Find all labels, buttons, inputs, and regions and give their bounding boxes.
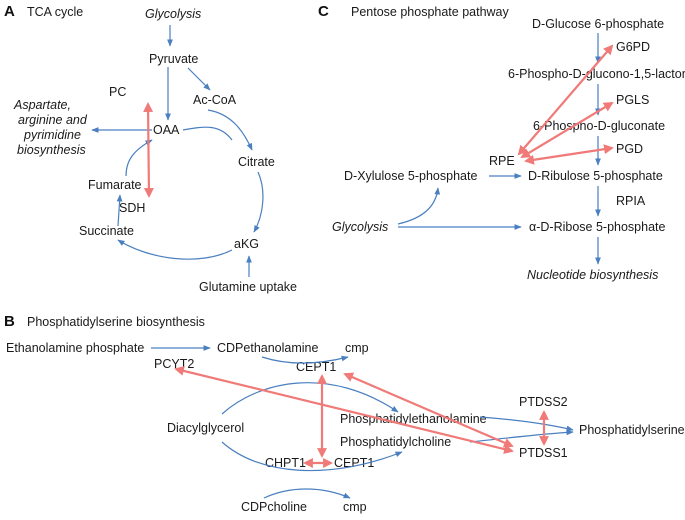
gluconate-label: 6-Phospho-D-gluconate	[533, 119, 665, 133]
arrow-citrate-akg	[253, 171, 264, 233]
phosphatidylserine-label: Phosphatidylserine	[579, 423, 685, 437]
glutamine-uptake-label: Glutamine uptake	[199, 280, 297, 294]
cmp-top-label: cmp	[345, 341, 369, 355]
xylulose-5-phosphate-label: D-Xylulose 5-phosphate	[344, 169, 477, 183]
citrate-label: Citrate	[238, 155, 275, 169]
succinate-label: Succinate	[79, 224, 134, 238]
panel-c: C Pentose phosphate pathway D-Glucose 6-…	[318, 3, 685, 282]
akg-label: aKG	[234, 237, 259, 251]
panel-b-title: Phosphatidylserine biosynthesis	[27, 315, 205, 329]
arrow-cdpethanolamine-cmp	[261, 355, 349, 364]
arrow-succinate-fumarate	[116, 194, 123, 227]
panel-a-letter: A	[4, 3, 15, 20]
accoa-label: Ac-CoA	[193, 93, 237, 107]
ptdss2-label: PTDSS2	[519, 395, 568, 409]
ptdss1-label: PTDSS1	[519, 446, 568, 460]
biosynthesis-label-line-1: Aspartate,	[13, 98, 71, 112]
pgls-label: PGLS	[616, 93, 649, 107]
biosynthesis-label-line-3: pyrimidine	[23, 128, 81, 142]
g6pd-label: G6PD	[616, 40, 650, 54]
pgd-label: PGD	[616, 142, 643, 156]
nucleotide-biosynthesis-label: Nucleotide biosynthesis	[527, 268, 658, 282]
arrow-accoa-citrate	[207, 109, 253, 151]
cdpethanolamine-label: CDPethanolamine	[217, 341, 318, 355]
cdpcholine-label: CDPcholine	[241, 500, 307, 514]
pyruvate-label: Pyruvate	[149, 52, 198, 66]
panel-c-letter: C	[318, 3, 329, 20]
biosynthesis-label-line-2: arginine and	[18, 113, 88, 127]
panel-a: A TCA cycle Glycolysis Pyruvate PC Ac-Co…	[4, 3, 297, 294]
pcyt2-label: PCYT2	[154, 357, 194, 371]
rpia-label: RPIA	[616, 194, 646, 208]
diacylglycerol-label: Diacylglycerol	[167, 421, 244, 435]
chpt1-label: CHPT1	[265, 456, 306, 470]
arrow-glycolysis-xylulose	[397, 187, 441, 225]
sdh-label: SDH	[119, 201, 145, 215]
panel-c-title: Pentose phosphate pathway	[351, 5, 510, 19]
arrow-cdpcholine-cmp	[263, 488, 351, 499]
lactone-label: 6-Phospho-D-glucono-1,5-lactone	[508, 67, 685, 81]
pc-label: PC	[109, 85, 126, 99]
arrow-akg-succinate	[117, 239, 233, 260]
arrow-pyruvate-accoa	[187, 67, 211, 91]
biosynthesis-label-line-4: biosynthesis	[17, 143, 86, 157]
fumarate-label: Fumarate	[88, 178, 142, 192]
ribose-5-phosphate-label: α-D-Ribose 5-phosphate	[529, 220, 666, 234]
ethanolamine-phosphate-label: Ethanolamine phosphate	[6, 341, 144, 355]
panel-b: B Phosphatidylserine biosynthesis Ethano…	[4, 313, 685, 514]
panel-b-letter: B	[4, 313, 15, 330]
red-arrow-pc-sdh	[143, 102, 154, 198]
glycolysis-label: Glycolysis	[145, 7, 201, 21]
panel-a-title: TCA cycle	[27, 5, 83, 19]
rpe-label: RPE	[489, 154, 515, 168]
arrow-oaa-citrate	[182, 126, 233, 141]
glucose-6-phosphate-label: D-Glucose 6-phosphate	[532, 17, 664, 31]
oaa-label: OAA	[153, 123, 180, 137]
phosphatidylcholine-label: Phosphatidylcholine	[340, 435, 451, 449]
red-arrow-cept1-ptdss1	[343, 372, 514, 448]
cept1-bottom-label: CEPT1	[334, 456, 374, 470]
red-arrow-rpe-pgd	[524, 144, 614, 165]
arrow-pe-phosphatidylserine	[479, 416, 574, 432]
cmp-bottom-label: cmp	[343, 500, 367, 514]
ribulose-5-phosphate-label: D-Ribulose 5-phosphate	[528, 169, 663, 183]
glycolysis-c-label: Glycolysis	[332, 220, 388, 234]
